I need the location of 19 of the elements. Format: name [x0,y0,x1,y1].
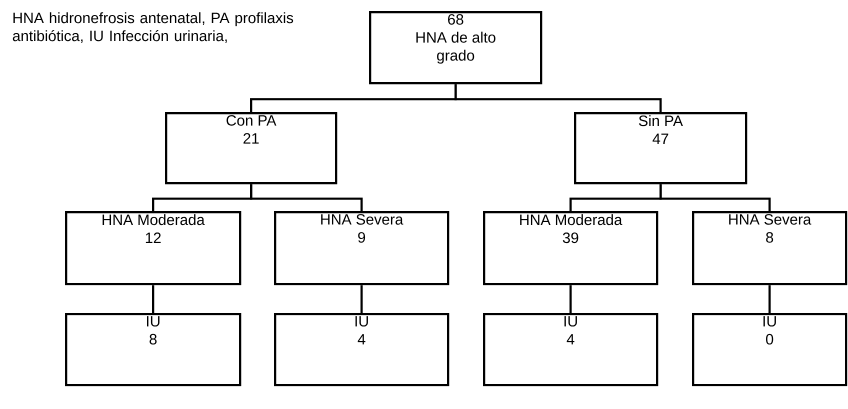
note: HNA hidronefrosis antenatal, PA profilaxis antibiótica, IU Infección urinaria, [12,12,294,43]
connector [570,285,572,313]
box: IU 0 [692,312,848,386]
connector [768,285,771,313]
box: HNA Moderada 39 [483,211,658,286]
connector [152,285,154,313]
box: IU 8 [65,312,242,386]
box: IU 4 [483,312,658,386]
connector [250,184,363,211]
box: Sin PA 47 [574,112,748,184]
box: HNA Moderada 12 [65,211,242,286]
connector [360,285,363,313]
box: HNA Severa 8 [692,211,848,286]
connector [454,84,662,112]
box: Con PA 21 [165,112,338,184]
connector [660,184,771,211]
box: IU 4 [274,312,450,386]
box: HNA Severa 9 [274,211,450,286]
box: 68 HNA de alto grado [369,11,542,84]
